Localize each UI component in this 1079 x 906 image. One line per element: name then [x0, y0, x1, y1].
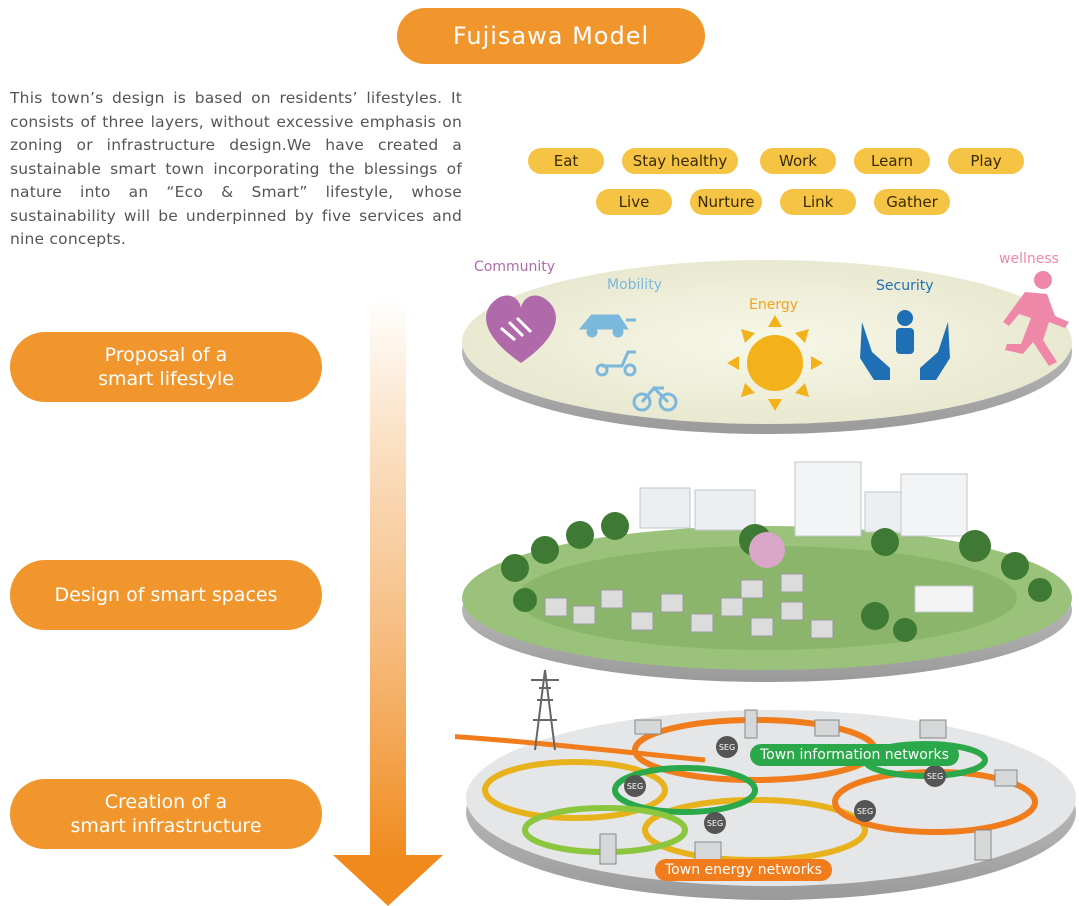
ev-car-scooter-bike-icon — [578, 314, 678, 412]
seg-node: SEG — [719, 743, 735, 752]
buildings-illustration — [501, 461, 1052, 642]
concept-tag: Learn — [854, 148, 930, 174]
hands-person-icon — [860, 310, 950, 380]
handshake-heart-icon — [486, 295, 556, 363]
layer-discs: SEG SEG SEG SEG SEG — [455, 260, 1076, 900]
energy-network-label: Town energy networks — [655, 859, 832, 881]
layer-spaces: Design of smart spaces — [10, 560, 322, 630]
seg-node: SEG — [927, 772, 943, 781]
concept-tag: Gather — [874, 189, 950, 215]
service-label-wellness: wellness — [999, 251, 1059, 267]
concept-tag: Link — [780, 189, 856, 215]
concept-tag: Work — [760, 148, 836, 174]
page-title: Fujisawa Model — [452, 22, 650, 50]
spaces-disc — [462, 461, 1072, 682]
info-network-label: Town information networks — [750, 744, 959, 766]
service-label-community: Community — [474, 259, 556, 275]
seg-node: SEG — [627, 782, 643, 791]
layer-infrastructure: Creation of a smart infrastructure — [10, 779, 322, 849]
power-tower-icon — [531, 669, 559, 751]
concept-tag: Stay healthy — [622, 148, 738, 174]
concept-tag: Nurture — [690, 189, 762, 215]
layer-flow-arrow — [333, 300, 443, 906]
concept-tag: Eat — [528, 148, 604, 174]
intro-text: This town’s design is based on residents… — [10, 89, 462, 248]
layer-infrastructure-label: Creation of a smart infrastructure — [70, 791, 262, 837]
service-label-mobility: Mobility — [607, 277, 662, 293]
layer-spaces-label: Design of smart spaces — [54, 584, 278, 606]
concept-tag: Live — [596, 189, 672, 215]
service-label-energy: Energy — [749, 297, 799, 313]
title-badge: Fujisawa Model — [397, 8, 705, 64]
layer-lifestyle: Proposal of a smart lifestyle — [10, 332, 322, 402]
seg-node: SEG — [857, 807, 873, 816]
layer-lifestyle-label: Proposal of a smart lifestyle — [98, 344, 234, 390]
concept-tag: Play — [948, 148, 1024, 174]
seg-node: SEG — [707, 819, 723, 828]
services-disc — [462, 260, 1072, 434]
running-person-icon — [1003, 271, 1069, 366]
sun-icon — [727, 315, 823, 411]
seg-node-labels: SEG SEG SEG SEG SEG — [627, 743, 943, 828]
service-label-security: Security — [876, 278, 934, 294]
